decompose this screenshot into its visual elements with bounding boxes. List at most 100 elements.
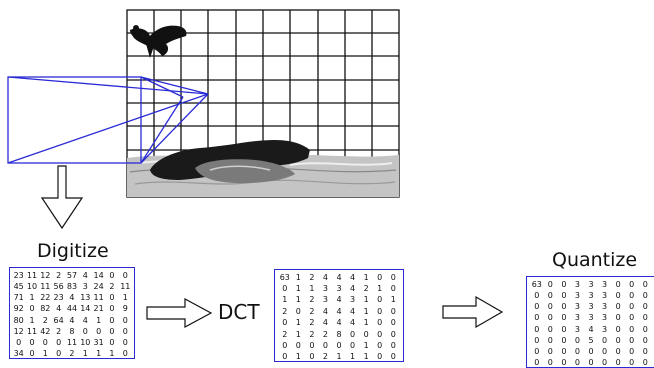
dct-label: DCT — [218, 300, 260, 324]
matrix-cell: 4 — [69, 293, 75, 303]
projection-lines — [7, 76, 209, 164]
matrix-cell: 2 — [56, 326, 62, 336]
rock-shape — [150, 140, 310, 184]
matrix-cell: 3 — [602, 313, 608, 323]
matrix-cell: 1 — [363, 295, 369, 305]
matrix-cell: 63 — [531, 279, 542, 289]
matrix-cell: 0 — [629, 302, 635, 312]
matrix-cell: 11 — [93, 293, 104, 303]
matrix-cell: 0 — [534, 358, 540, 368]
matrix-cell: 13 — [80, 293, 91, 303]
matrix-cell: 1 — [42, 349, 48, 359]
matrix-cell: 4 — [336, 295, 342, 305]
matrix-cell: 0 — [377, 352, 383, 362]
matrix-cell: 0 — [642, 324, 648, 334]
matrix-cell: 1 — [295, 318, 301, 328]
matrix-cell: 2 — [322, 329, 329, 339]
matrix-cell: 1 — [363, 352, 369, 362]
matrix-cell: 0 — [309, 352, 315, 362]
matrix-cell: 0 — [615, 290, 621, 300]
matrix-cell: 0 — [534, 313, 540, 323]
matrix-cell: 0 — [642, 335, 648, 345]
matrix-cell: 11 — [120, 281, 131, 291]
matrix-cell: 0 — [561, 302, 567, 312]
matrix-cell: 1 — [377, 284, 383, 294]
matrix-cell: 1 — [109, 349, 115, 359]
matrix-cell: 0 — [350, 340, 356, 350]
matrix-cell: 0 — [534, 290, 540, 300]
matrix-cell: 0 — [629, 335, 635, 345]
matrix-cell: 2 — [282, 306, 288, 316]
matrix-cell: 2 — [309, 318, 315, 328]
matrix-cell: 0 — [29, 338, 35, 348]
matrix-cell: 2 — [363, 284, 369, 294]
right-arrow-to-dct — [146, 297, 213, 329]
matrix-cell: 0 — [615, 313, 621, 323]
matrix-cell: 0 — [615, 324, 621, 334]
matrix-cell: 4 — [69, 315, 75, 325]
matrix-cell: 3 — [574, 302, 581, 312]
matrix-cell: 3 — [574, 313, 581, 323]
matrix-cell: 0 — [547, 335, 553, 345]
matrix-cell: 0 — [642, 313, 648, 323]
matrix-cell: 11 — [66, 338, 78, 348]
matrix-cell: 4 — [322, 318, 329, 328]
matrix-cell: 0 — [534, 347, 540, 357]
matrix-cell: 24 — [93, 281, 104, 291]
matrix-cell: 0 — [629, 313, 635, 323]
matrix-cell: 0 — [109, 270, 115, 280]
matrix-cell: 0 — [615, 358, 621, 368]
matrix-cell: 3 — [336, 284, 342, 294]
matrix-cell: 0 — [547, 358, 553, 368]
matrix-cell: 8 — [69, 326, 75, 336]
matrix-cell: 0 — [109, 338, 115, 348]
matrix-cell: 0 — [282, 284, 288, 294]
matrix-cell: 2 — [56, 270, 62, 280]
matrix-cell: 3 — [574, 324, 581, 334]
matrix-cell: 0 — [42, 338, 48, 348]
eagle-icon — [130, 25, 187, 58]
matrix-cell: 1 — [29, 293, 35, 303]
matrix-cell: 1 — [363, 272, 369, 282]
matrix-cell: 0 — [547, 290, 553, 300]
matrix-cell: 0 — [615, 347, 621, 357]
matrix-cell: 1 — [29, 315, 35, 325]
matrix-cell: 0 — [561, 290, 567, 300]
matrix-cell: 4 — [82, 315, 88, 325]
matrix-cell: 0 — [377, 295, 383, 305]
matrix-cell: 0 — [574, 358, 581, 368]
matrix-cell: 0 — [615, 302, 621, 312]
matrix-cell: 0 — [109, 304, 115, 314]
matrix-cell: 0 — [377, 272, 383, 282]
matrix-cell: 10 — [80, 338, 91, 348]
matrix-cell: 3 — [602, 290, 608, 300]
down-arrow — [40, 165, 84, 230]
matrix-cell: 0 — [642, 347, 648, 357]
matrix-cell: 80 — [13, 315, 24, 325]
matrix-cell: 23 — [13, 270, 24, 280]
matrix-cell: 0 — [322, 340, 329, 350]
matrix-cell: 0 — [390, 340, 396, 350]
matrix-cell: 1 — [336, 352, 342, 362]
matrix-cell: 1 — [295, 295, 301, 305]
matrix-cell: 0 — [629, 279, 635, 289]
matrix-cell: 0 — [629, 358, 635, 368]
matrix-cell: 0 — [561, 324, 567, 334]
matrix-cell: 4 — [336, 318, 342, 328]
matrix-cell: 3 — [322, 295, 329, 305]
matrix-cell: 22 — [40, 293, 51, 303]
matrix-cell: 3 — [574, 279, 581, 289]
matrix-cell: 3 — [588, 279, 594, 289]
matrix-cell: 4 — [350, 318, 356, 328]
matrix-cell: 3 — [588, 302, 594, 312]
